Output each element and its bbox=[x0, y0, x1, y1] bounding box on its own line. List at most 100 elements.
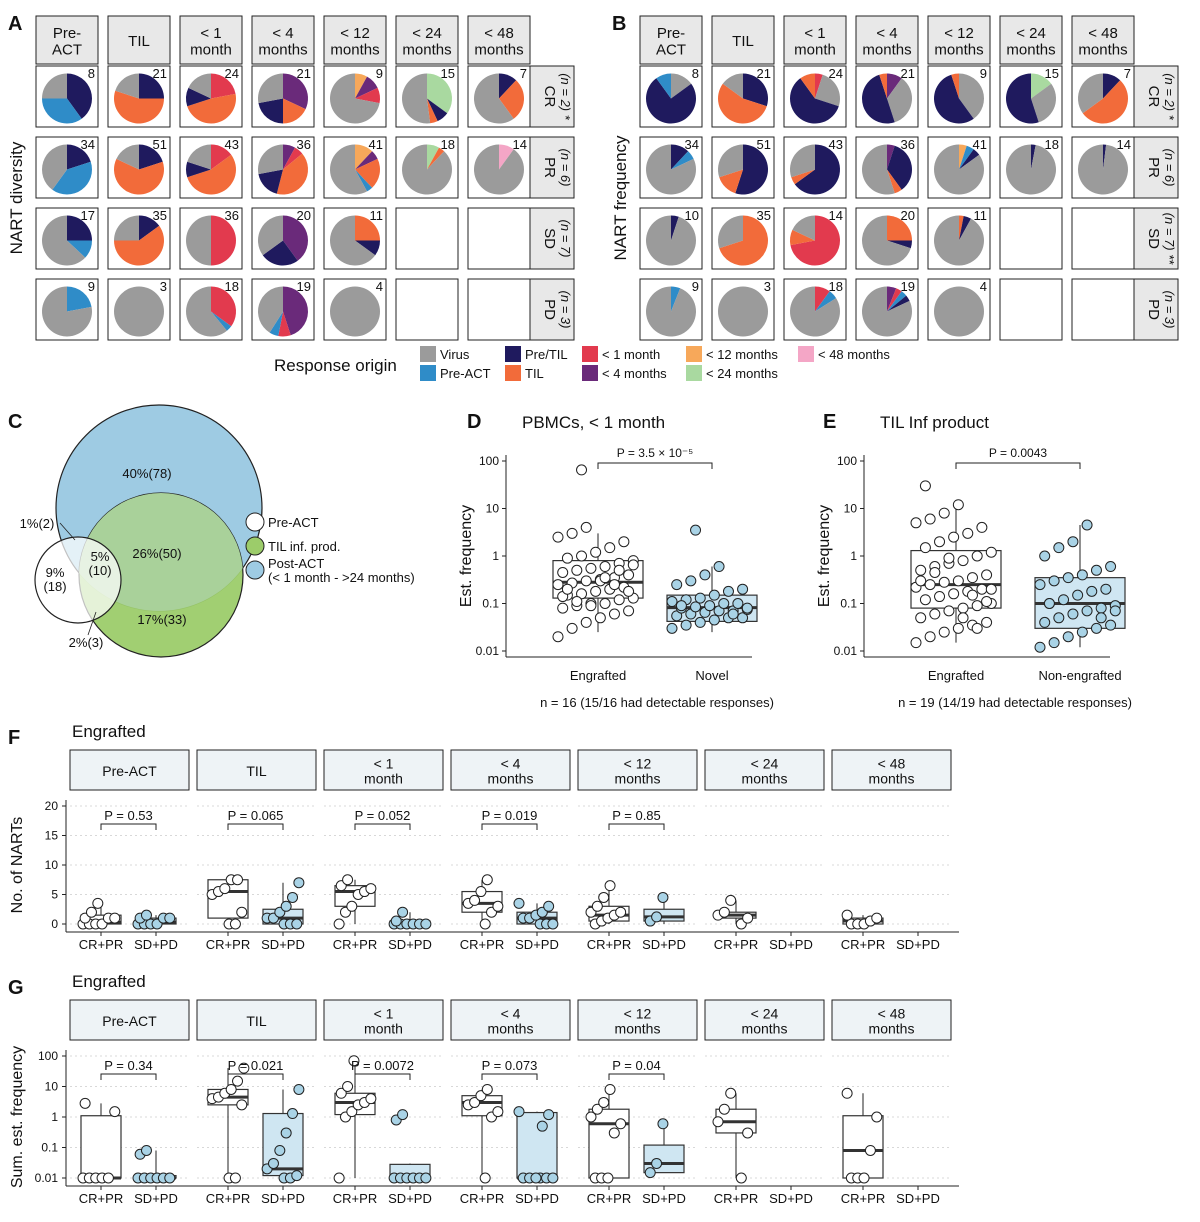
data-point bbox=[708, 589, 720, 601]
data-point bbox=[602, 1172, 614, 1184]
p-value: P = 0.04 bbox=[612, 1058, 661, 1073]
pie-cell bbox=[251, 207, 315, 270]
data-point bbox=[1039, 616, 1051, 628]
data-point bbox=[79, 1097, 91, 1109]
pie-slice bbox=[934, 74, 974, 124]
pie-slice bbox=[269, 311, 283, 337]
data-point bbox=[690, 601, 702, 613]
pie-slice bbox=[790, 144, 815, 178]
data-point bbox=[915, 575, 927, 587]
pie-slice bbox=[815, 73, 823, 99]
pie-slice bbox=[791, 169, 815, 185]
data-point bbox=[140, 909, 152, 921]
pie-cell bbox=[783, 278, 847, 341]
p-bracket bbox=[608, 823, 665, 830]
pie-slice bbox=[934, 215, 984, 266]
pie-slice bbox=[52, 161, 92, 195]
legend-label: < 4 months bbox=[602, 366, 667, 381]
y-axis-label: No. of NARTs bbox=[9, 817, 26, 914]
pie-slice bbox=[861, 215, 911, 266]
p-bracket bbox=[597, 462, 713, 469]
column-strip bbox=[395, 15, 459, 65]
data-point bbox=[1039, 550, 1051, 562]
data-point bbox=[1076, 569, 1088, 581]
data-point bbox=[680, 619, 692, 631]
data-point bbox=[590, 546, 602, 558]
data-point bbox=[644, 1167, 656, 1179]
data-point bbox=[552, 631, 564, 643]
pie-slice bbox=[887, 240, 912, 249]
pie-slice bbox=[283, 98, 306, 124]
pie-slice bbox=[499, 73, 517, 99]
pie-slice bbox=[671, 286, 681, 312]
tick-label: 100 bbox=[837, 454, 857, 468]
row-n: (n = 6) bbox=[1162, 149, 1177, 187]
tick-label: 5 bbox=[51, 888, 58, 902]
data-point bbox=[599, 561, 611, 573]
facet-strip bbox=[577, 999, 698, 1041]
data-point bbox=[280, 900, 292, 912]
facet-strip bbox=[704, 749, 825, 791]
pie-cell bbox=[251, 65, 315, 128]
pie-cell bbox=[783, 207, 847, 270]
data-point bbox=[966, 589, 978, 601]
pie-count: 35 bbox=[153, 208, 167, 223]
pie-slice bbox=[114, 286, 164, 337]
pie-slice bbox=[800, 73, 815, 99]
data-point bbox=[557, 566, 569, 578]
tick-label: 0.1 bbox=[840, 597, 857, 611]
data-point bbox=[613, 564, 625, 576]
pie-slice bbox=[887, 145, 912, 190]
x-tick-label: SD+PD bbox=[134, 937, 178, 952]
pie-count: 24 bbox=[829, 66, 843, 81]
pie-count: 9 bbox=[692, 279, 699, 294]
row-strip bbox=[1133, 136, 1179, 199]
pie-slice bbox=[427, 147, 445, 170]
data-point bbox=[1034, 579, 1046, 591]
pie-slice bbox=[792, 215, 815, 241]
pie-cell bbox=[855, 278, 919, 341]
x-tick-label: SD+PD bbox=[769, 937, 813, 952]
pie-slice bbox=[887, 215, 912, 241]
pie-slice bbox=[671, 144, 689, 170]
data-point bbox=[1100, 583, 1112, 595]
pie-cell bbox=[467, 207, 531, 270]
pie-slice bbox=[278, 311, 291, 337]
venn-region-label: 1%(2) bbox=[20, 516, 55, 531]
data-point bbox=[469, 1096, 481, 1108]
p-value: P = 3.5 × 10⁻⁵ bbox=[617, 446, 694, 460]
pie-count: 34 bbox=[685, 137, 699, 152]
x-tick-label: CR+PR bbox=[841, 937, 885, 952]
pie-slice bbox=[67, 73, 92, 119]
column-label: Pre-ACT bbox=[52, 25, 82, 59]
tick-label: 0.1 bbox=[482, 597, 499, 611]
data-point bbox=[971, 622, 983, 634]
pie-count: 8 bbox=[88, 66, 95, 81]
pie-slice bbox=[211, 144, 232, 170]
pie-cell bbox=[711, 278, 775, 341]
column-strip bbox=[711, 15, 775, 65]
pie-slice bbox=[257, 144, 283, 175]
venn-pre-act bbox=[34, 536, 122, 624]
panel-letter-A: A bbox=[8, 13, 22, 35]
data-point bbox=[543, 1109, 555, 1121]
pie-slice bbox=[402, 73, 431, 124]
data-point bbox=[274, 1144, 286, 1156]
pie-slice bbox=[646, 144, 696, 195]
data-point bbox=[742, 1127, 754, 1139]
data-point bbox=[229, 918, 241, 930]
p-bracket bbox=[955, 462, 1081, 469]
data-point bbox=[580, 575, 592, 587]
tick-label: 20 bbox=[45, 799, 59, 813]
x-tick-label: SD+PD bbox=[261, 1191, 305, 1206]
facet-label: TIL bbox=[246, 763, 266, 779]
pie-count: 24 bbox=[225, 66, 239, 81]
p-value: P = 0.0072 bbox=[351, 1058, 414, 1073]
pie-cell bbox=[855, 136, 919, 199]
pie-cell bbox=[927, 136, 991, 199]
pie-cell bbox=[35, 65, 99, 128]
